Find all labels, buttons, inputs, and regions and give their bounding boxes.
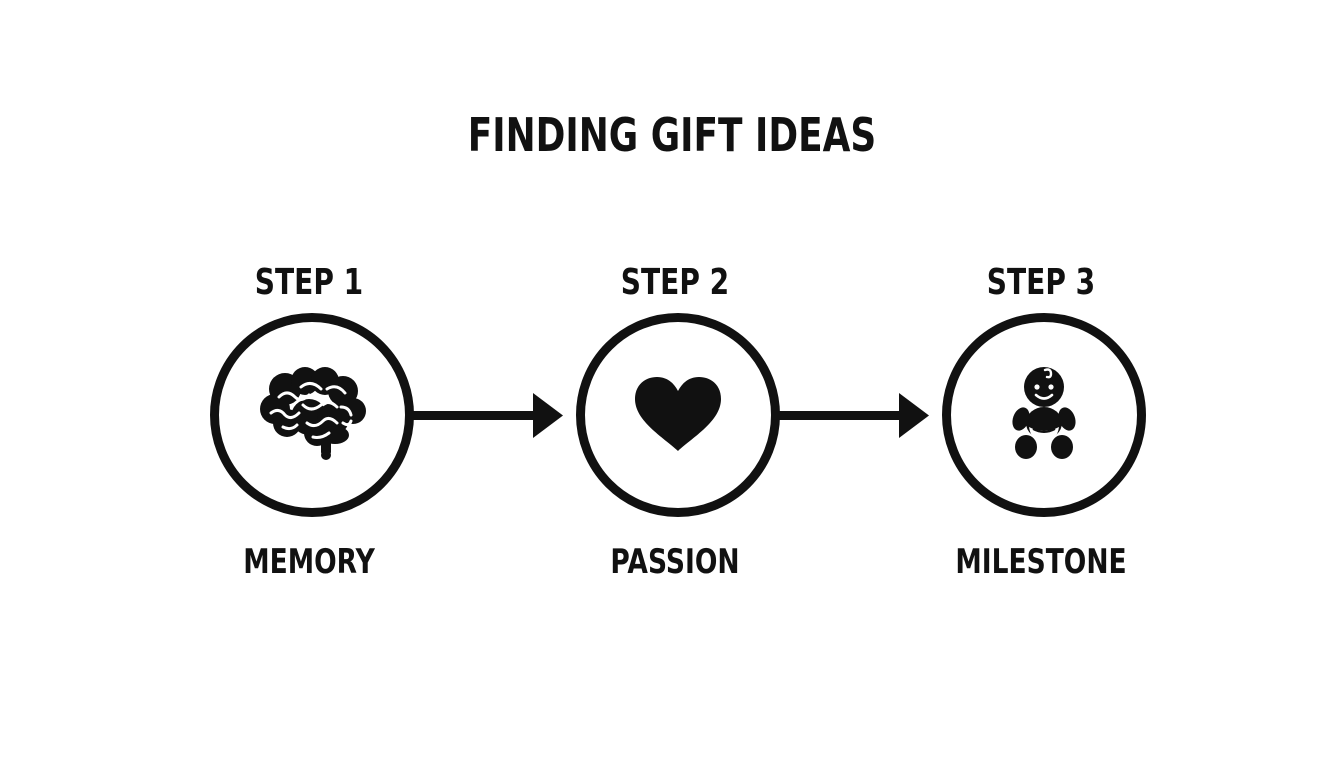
step-1-heading: STEP 1 [254, 262, 364, 303]
step-2-heading: STEP 2 [620, 262, 730, 303]
step-3-heading: STEP 3 [986, 262, 1096, 303]
step-1-circle [210, 313, 414, 517]
step-3-circle [942, 313, 1146, 517]
brain-icon [260, 367, 366, 460]
step-1: STEP 1 [179, 260, 439, 600]
arrow-right-icon [409, 393, 563, 438]
step-2: STEP 2 PASSION [545, 260, 805, 600]
arrow-right-icon [775, 393, 929, 438]
step-3-label: MILESTONE [955, 542, 1127, 582]
diagram-title: FINDING GIFT IDEAS [467, 108, 877, 162]
heart-icon [635, 377, 721, 451]
step-2-circle [576, 313, 780, 517]
step-2-label: PASSION [610, 542, 740, 582]
step-3: STEP 3 [911, 260, 1171, 600]
step-1-label: MEMORY [243, 542, 375, 582]
baby-icon [1012, 367, 1076, 459]
